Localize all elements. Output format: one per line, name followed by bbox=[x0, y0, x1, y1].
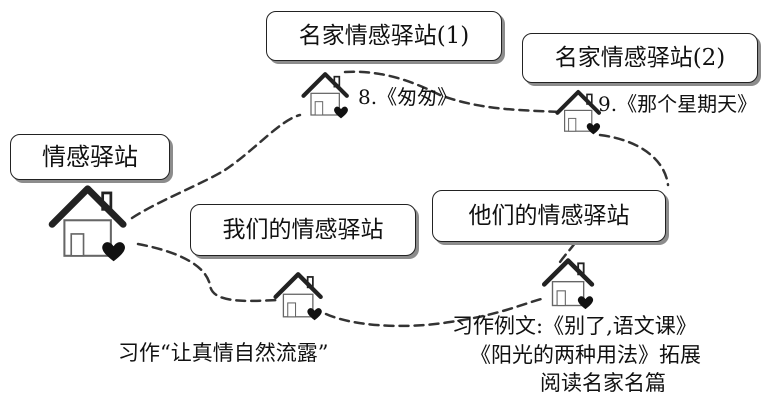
route-main-to-lesson8 bbox=[130, 113, 302, 220]
house-heart-icon bbox=[540, 256, 598, 311]
station-main: 情感驿站 bbox=[10, 134, 170, 180]
station-ours: 我们的情感驿站 bbox=[190, 204, 416, 256]
stop-label-writing: 习作“让真情自然流露” bbox=[118, 341, 329, 365]
stop-label-example-line1: 习作例文:《别了,语文课》 bbox=[452, 314, 697, 338]
stop-label-lesson9: 9.《那个星期天》 bbox=[598, 92, 758, 116]
stop-label-lesson8: 8.《匆匆》 bbox=[358, 85, 458, 109]
route-ours-to-theirs bbox=[324, 296, 547, 328]
house-heart-icon bbox=[554, 88, 604, 136]
house-heart-icon bbox=[272, 270, 326, 322]
route-lesson9-to-theirs bbox=[598, 133, 670, 187]
house-heart-icon bbox=[300, 70, 352, 120]
stop-label-example-line3: 阅读名家名篇 bbox=[540, 371, 666, 395]
route-lesson8-to-lesson9 bbox=[343, 70, 562, 114]
house-heart-icon bbox=[46, 182, 132, 264]
station-famous-2: 名家情感驿站(2) bbox=[522, 33, 758, 83]
route-main-to-ours bbox=[136, 242, 280, 303]
station-famous-1: 名家情感驿站(1) bbox=[266, 11, 502, 61]
route-theirs-to-house bbox=[558, 241, 577, 264]
stop-label-example-line2: 《阳光的两种用法》拓展 bbox=[470, 343, 701, 367]
station-theirs: 他们的情感驿站 bbox=[432, 190, 666, 242]
